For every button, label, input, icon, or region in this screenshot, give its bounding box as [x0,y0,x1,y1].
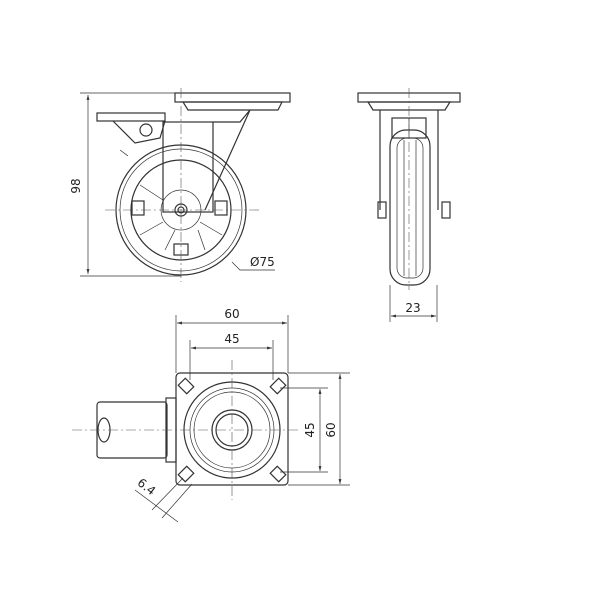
height-dimension-label: 98 [69,178,83,193]
wheel-width-label: 23 [405,301,420,315]
side-view [80,88,291,282]
front-view [357,88,461,322]
plate-width-label: 60 [224,307,239,321]
hole-spacing-height-label: 45 [303,422,317,437]
hole-diameter-label: 6.4 [135,475,159,498]
wheel-diameter-label: Ø75 [250,255,275,269]
hole-spacing-width-label: 45 [224,332,239,346]
plate-height-label: 60 [324,422,338,437]
bottom-view [72,315,350,523]
